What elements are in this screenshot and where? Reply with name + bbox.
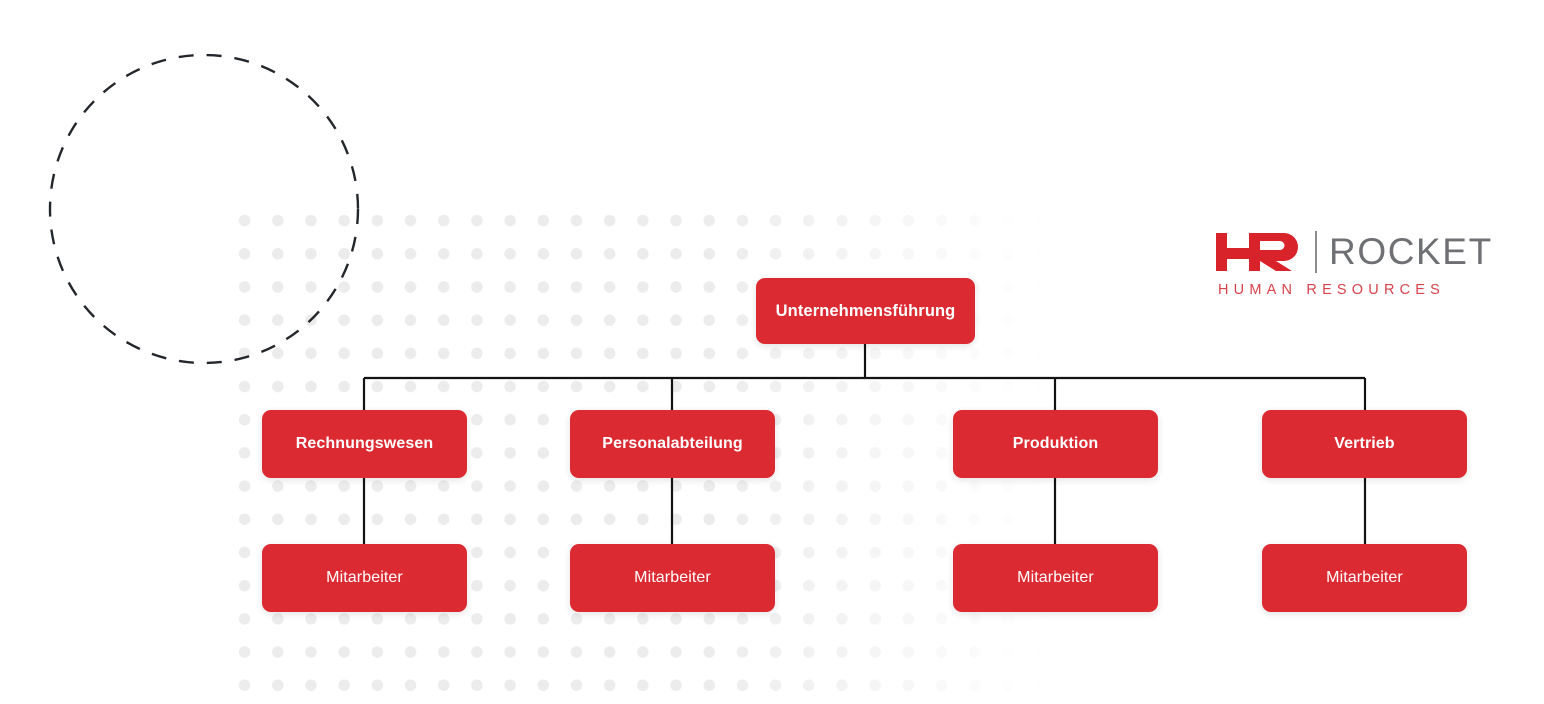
logo-wordmark: ROCKET xyxy=(1329,231,1493,272)
org-node-root[interactable]: Unternehmensführung xyxy=(756,278,975,344)
org-node-mitarbeiter-vertrieb[interactable]: Mitarbeiter xyxy=(1262,544,1467,612)
org-node-rechnungswesen[interactable]: Rechnungswesen xyxy=(262,410,467,478)
org-node-produktion[interactable]: Produktion xyxy=(953,410,1158,478)
org-node-vertrieb[interactable]: Vertrieb xyxy=(1262,410,1467,478)
org-node-mitarbeiter-personalabteilung[interactable]: Mitarbeiter xyxy=(570,544,775,612)
hr-monogram-icon xyxy=(1216,233,1298,271)
logo-tagline: HUMAN RESOURCES xyxy=(1218,282,1446,298)
org-node-mitarbeiter-rechnungswesen[interactable]: Mitarbeiter xyxy=(262,544,467,612)
dashed-circle-decoration xyxy=(48,53,360,365)
org-node-personalabteilung[interactable]: Personalabteilung xyxy=(570,410,775,478)
logo-top-row: ROCKET xyxy=(1216,228,1506,276)
org-node-mitarbeiter-produktion[interactable]: Mitarbeiter xyxy=(953,544,1158,612)
brand-logo: ROCKET HUMAN RESOURCES xyxy=(1216,228,1506,306)
logo-divider xyxy=(1315,231,1317,273)
